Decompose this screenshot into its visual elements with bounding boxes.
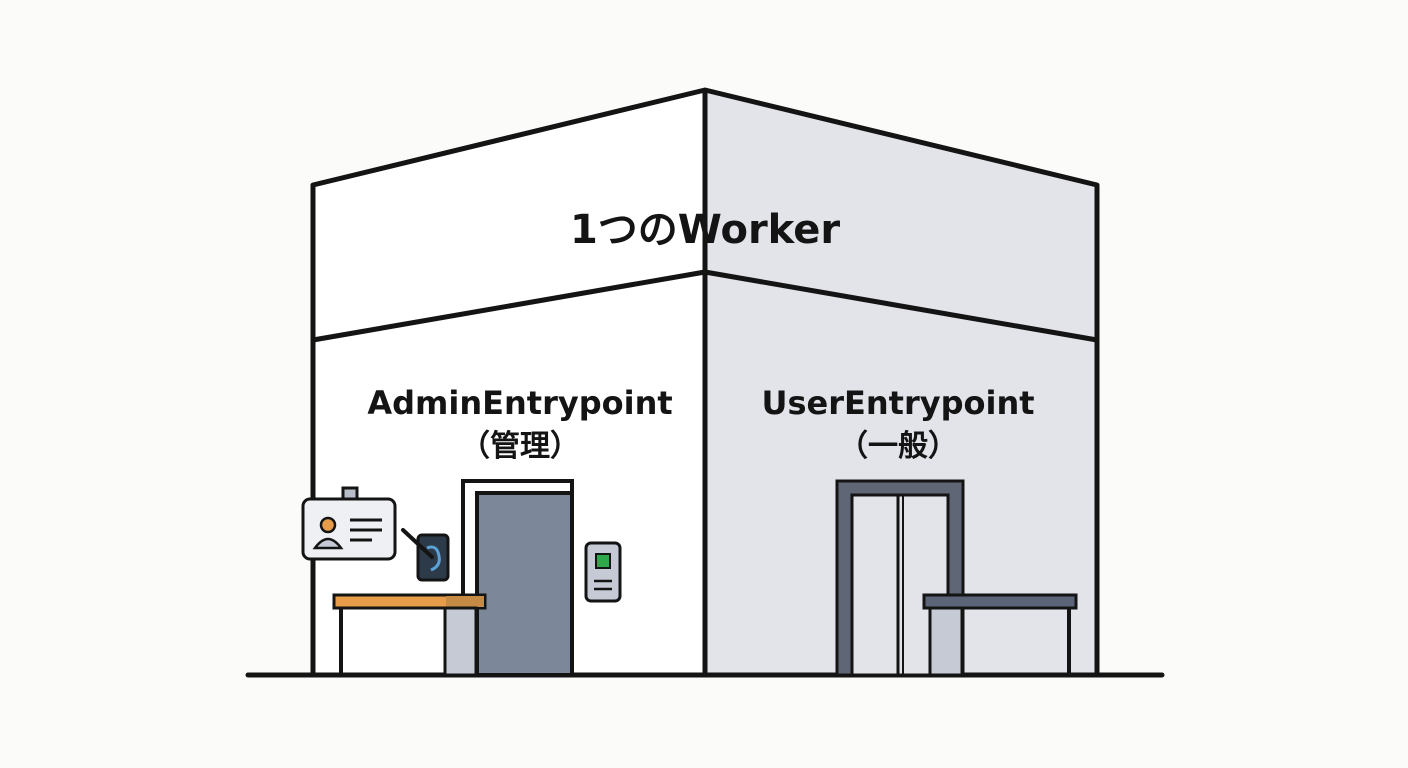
left-wall xyxy=(313,90,705,675)
user-entrance xyxy=(835,479,1078,677)
user-entrypoint-subtitle: （一般） xyxy=(838,429,958,464)
person-icon xyxy=(312,516,344,550)
right-wall xyxy=(705,90,1097,675)
user-reception-desk xyxy=(922,593,1078,677)
admin-reception-desk xyxy=(332,593,487,677)
admin-entrypoint-subtitle: （管理） xyxy=(460,429,580,464)
floor-divider xyxy=(312,269,1098,343)
worker-title: 1つのWorker xyxy=(570,207,840,253)
keypad-icon[interactable] xyxy=(584,541,622,603)
tap-motion-line xyxy=(401,528,434,559)
building xyxy=(245,87,1165,678)
id-badge-icon xyxy=(301,486,397,561)
admin-entrance xyxy=(301,479,622,677)
user-entrypoint-name: UserEntrypoint xyxy=(761,384,1034,422)
admin-door[interactable] xyxy=(475,491,574,677)
admin-entrypoint-name: AdminEntrypoint xyxy=(367,384,672,422)
